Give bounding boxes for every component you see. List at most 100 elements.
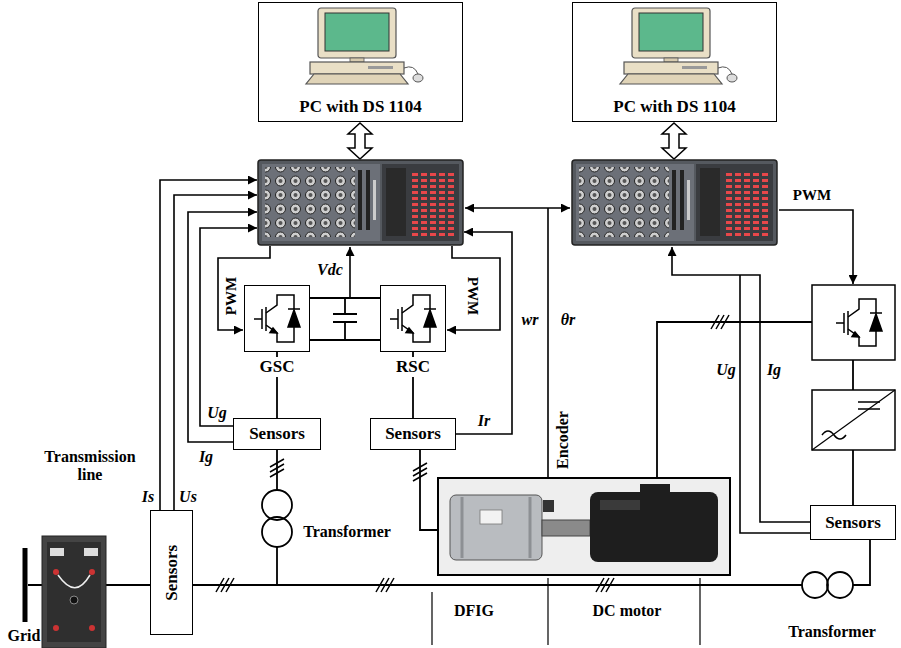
component-label: Encoder: [554, 411, 572, 469]
node-label: Sensors: [385, 424, 441, 444]
signal-name: Ig: [767, 361, 781, 378]
three-phase-mark: [596, 578, 614, 592]
data-link-arrow: [348, 123, 372, 159]
converter-box: RSC: [380, 285, 446, 352]
three-phase-mark: [216, 578, 234, 592]
data-link-arrow: [662, 123, 686, 159]
pwm-wire: [779, 210, 853, 284]
node-label: Sensors: [249, 424, 305, 444]
converter-box: [812, 390, 895, 450]
signal-wire: [456, 232, 512, 434]
power-wires: [28, 298, 870, 645]
component-label: DFIG: [454, 602, 494, 620]
signal-name: Ig: [199, 448, 213, 465]
encoder-wire: [547, 208, 549, 500]
data-link-wire: [465, 207, 570, 209]
transformer-winding: [262, 517, 292, 547]
component-label: Transformer: [788, 623, 876, 641]
power-line: [420, 450, 438, 530]
three-phase-mark: [376, 578, 394, 592]
signal-name: PWM: [223, 277, 239, 315]
pc-box: PC with DS 1104: [572, 2, 777, 122]
sensor-box: Sensors: [810, 505, 896, 540]
igbt-symbol: [254, 295, 300, 342]
power-line: [310, 297, 380, 299]
signal-name: PWM: [793, 186, 831, 204]
component-label: Grid: [8, 627, 41, 644]
signal-name: PWM: [222, 277, 240, 315]
igbt-symbol: [390, 295, 436, 342]
signal-name: Ig: [767, 361, 781, 379]
component-label: DC motor: [593, 602, 662, 620]
three-phase-mark: [413, 463, 427, 481]
signal-wire: [740, 275, 810, 533]
transformer-winding: [802, 572, 828, 598]
node-label: Sensors: [825, 513, 881, 533]
power-bus: [28, 584, 802, 586]
pwm-wire: [447, 246, 500, 330]
sensor-box: Sensors: [233, 418, 321, 450]
capacitor-symbol: [333, 298, 357, 340]
transformer-winding: [262, 490, 292, 520]
dspace-panel: [258, 160, 463, 245]
signal-name: Is: [142, 488, 154, 505]
converter-diagonal: [812, 390, 895, 450]
signal-name: Vdc: [317, 261, 343, 279]
signal-name: Us: [179, 488, 197, 505]
power-line: [853, 540, 870, 585]
voltage-wire: [349, 247, 351, 298]
converter-box: GSC: [244, 285, 310, 352]
component-label: Transformer: [303, 523, 391, 540]
machine-photo: [438, 478, 730, 575]
dspace-panel: [572, 160, 777, 245]
signal-wire: [188, 212, 257, 442]
igbt-symbol: [836, 299, 882, 346]
signal-name: Ug: [716, 361, 736, 379]
signal-wire: [174, 195, 257, 510]
signal-wire: [160, 180, 257, 510]
signal-name: PWM: [793, 187, 831, 203]
three-phase-mark: [711, 315, 729, 329]
signal-name: Ug: [716, 361, 736, 378]
signal-name: Ir: [478, 412, 490, 430]
sensor-box: Sensors: [150, 510, 193, 635]
computer-icon: [620, 8, 737, 84]
signal-name: PWM: [465, 277, 481, 315]
signal-name: θr: [561, 311, 576, 328]
component-label: Transmission line: [44, 448, 135, 483]
power-line: [657, 322, 812, 478]
node-label: PC with DS 1104: [613, 97, 735, 117]
node-label: GSC: [257, 357, 298, 377]
component-label: Transformer: [788, 623, 876, 640]
separator-line: [432, 578, 700, 645]
signal-name: Ir: [478, 412, 490, 429]
pc-box: PC with DS 1104: [258, 2, 463, 122]
signal-name: Vdc: [317, 261, 343, 278]
node-label: RSC: [393, 357, 433, 377]
signal-name: Ug: [207, 404, 227, 421]
transformer-winding: [827, 572, 853, 598]
signal-name: wr: [522, 311, 539, 328]
dc-symbol: [858, 402, 880, 409]
three-phase-mark: [270, 459, 284, 477]
component-label: Transmission line: [34, 448, 146, 485]
signal-name: Us: [179, 488, 197, 506]
inverter-box: [812, 285, 895, 360]
component-label: DC motor: [593, 602, 662, 619]
node-label: Sensors: [162, 545, 182, 601]
component-label: Transformer: [303, 523, 391, 541]
signal-name: Is: [142, 488, 154, 506]
signal-name: θr: [561, 311, 576, 329]
signal-name: PWM: [464, 277, 482, 315]
signal-name: Ug: [207, 404, 227, 422]
ac-symbol: [822, 431, 846, 439]
computer-icon: [306, 8, 423, 84]
component-label: Encoder: [554, 411, 571, 469]
sensor-box: Sensors: [370, 418, 456, 450]
component-label: Grid: [8, 627, 41, 645]
